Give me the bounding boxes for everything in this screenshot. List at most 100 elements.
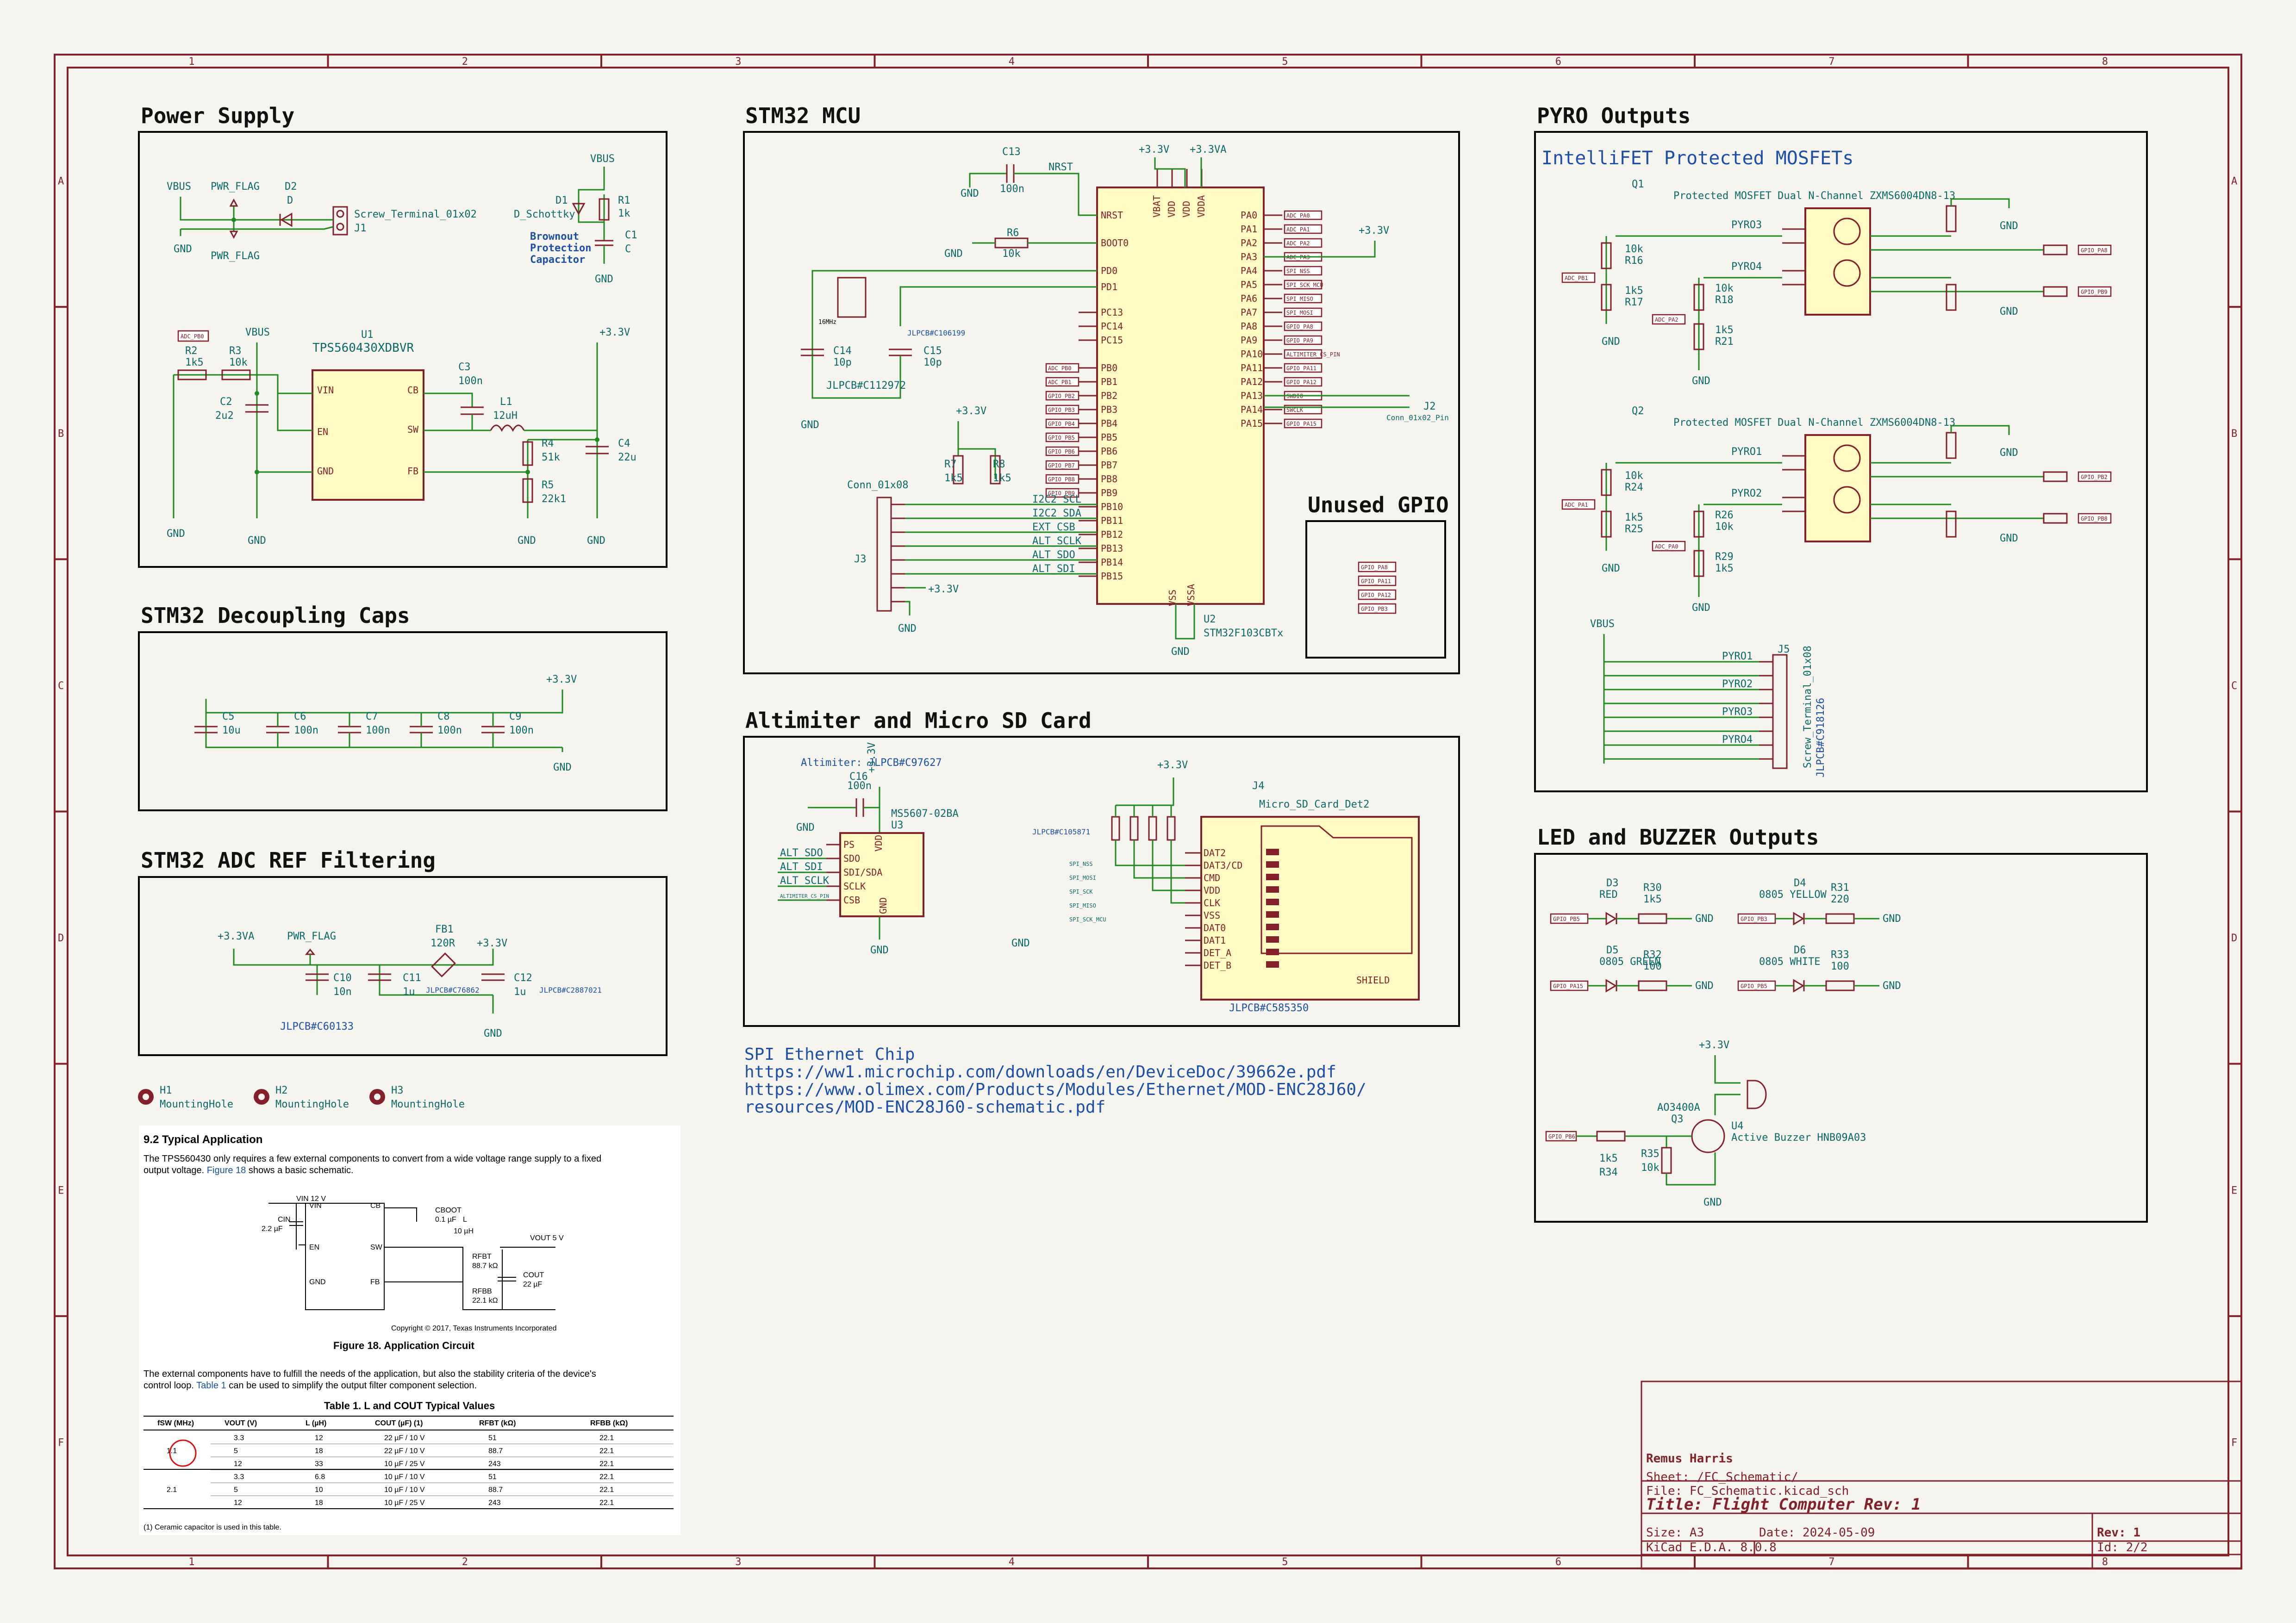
u2-pin-vssa: VSSA	[1185, 584, 1197, 606]
c1-value: C	[625, 243, 631, 255]
u1-body	[312, 369, 424, 501]
ruler-row-right: A	[2231, 176, 2237, 187]
section-title-altimeter: Altimiter and Micro SD Card	[745, 708, 1092, 733]
led-r-ref: R32	[1643, 949, 1662, 961]
pyro-net-label: PYRO1	[1731, 446, 1762, 458]
ds-table: fSW (MHz)VOUT (V)L (µH)COUT (µF) (1)RFBT…	[144, 1416, 674, 1509]
c11-value: 1u	[403, 986, 415, 998]
u1-value: TPS560430XDBVR	[312, 341, 414, 355]
ds-fig-pin-cb: CB	[370, 1202, 381, 1210]
u2-right-net: SPI_MISO	[1286, 296, 1313, 302]
u2-right-net: ADC_PA0	[1286, 212, 1310, 219]
gnd-label-6: GND	[587, 535, 605, 547]
u2-left-net: GPIO_PB3	[1048, 407, 1075, 413]
gnd-label-4: GND	[248, 535, 266, 547]
u2-pin: PC13	[1101, 307, 1123, 318]
ruler-col-bottom: 3	[735, 1556, 741, 1568]
decoupling-box	[138, 631, 668, 811]
pyro-gnd: GND	[1602, 563, 1620, 574]
ds-table-head: RFBB (kΩ)	[590, 1419, 628, 1427]
ruler-row-left: A	[58, 176, 64, 187]
adcref-jlc2: JLPCB#C76862	[426, 986, 480, 995]
mcu-v33-j3b: +3.3V	[928, 584, 959, 595]
r8-value: 1k5	[993, 473, 1011, 484]
hole-ref: H3	[391, 1085, 404, 1096]
u2-pin: PB12	[1101, 529, 1123, 540]
spi-note-link3[interactable]: resources/MOD-ENC28J60-schematic.pdf	[744, 1098, 1105, 1117]
j5-value: Screw_Terminal_01x08	[1802, 646, 1814, 768]
c13-ref: C13	[1002, 146, 1021, 158]
pyro-r: 10k	[1715, 521, 1734, 533]
datasheet-snippet: 9.2 Typical Application The TPS560430 on…	[144, 1133, 674, 1531]
u3-pins: PSSDOALT_SDOSDI/SDAALT_SDISCLKALT_SCLKCS…	[778, 835, 889, 939]
ruler-col-bottom: 8	[2102, 1556, 2108, 1568]
ds-para2a: The external components have to fulfill …	[144, 1369, 596, 1379]
ds-para1b: output voltage. Figure 18 shows a basic …	[144, 1165, 354, 1175]
u2-pin: PA11	[1241, 362, 1263, 373]
ds-table-cell: 22 µF / 10 V	[384, 1447, 425, 1455]
ds-highlight-circle	[169, 1439, 197, 1467]
led-r-value: 220	[1831, 894, 1849, 905]
r2-ref: R2	[185, 345, 198, 357]
u1-pin-sw: SW	[407, 424, 419, 435]
pyro-r: 10k	[1715, 283, 1734, 294]
pyro-adc-label: ADC_PB1	[1565, 275, 1588, 281]
ruler-col-bottom: 1	[188, 1556, 194, 1568]
section-title-power: Power Supply	[141, 103, 294, 128]
u1-pin-vin: VIN	[317, 385, 334, 396]
pyro-gpio-label: GPIO_PB2	[2081, 474, 2108, 480]
decap-ref: C6	[294, 711, 306, 722]
spi-note-link2[interactable]: https://www.olimex.com/Products/Modules/…	[744, 1080, 1366, 1099]
datasheet-snippet-bg	[139, 1126, 680, 1535]
decap-v33-label: +3.3V	[546, 674, 577, 685]
ruler-row-right: D	[2231, 933, 2237, 944]
pyro-vbus: VBUS	[1590, 618, 1615, 630]
ds-table-cell: 3.3	[234, 1434, 244, 1442]
mcu-gnd-3: GND	[801, 419, 819, 431]
j1-value: Screw_Terminal_01x02	[354, 209, 477, 220]
c14-value: 10p	[833, 357, 852, 368]
spi-note-link1[interactable]: https://ww1.microchip.com/downloads/en/D…	[744, 1063, 1336, 1082]
j4-pin: CMD	[1204, 872, 1220, 883]
c12-value: 1u	[514, 986, 526, 998]
ds-copyright: Copyright © 2017, Texas Instruments Inco…	[391, 1325, 556, 1332]
led-ref: D6	[1794, 945, 1806, 956]
ruler-row-left: E	[58, 1185, 64, 1196]
section-title-unused: Unused GPIO	[1308, 492, 1449, 517]
pyro-r: 1k5	[1715, 324, 1734, 336]
gnd-label: GND	[174, 243, 192, 255]
c1-ref: C1	[625, 230, 637, 241]
led-gpio-label: GPIO_PB5	[1553, 916, 1580, 922]
u3-pin: SDO	[843, 853, 860, 864]
tb-tool: KiCad E.D.A. 8.0.8	[1646, 1541, 1777, 1555]
j4-body	[1200, 816, 1420, 1001]
ruler-row-right: E	[2231, 1185, 2237, 1196]
u2-pin: PB14	[1101, 557, 1123, 568]
j2-ref: J2	[1423, 401, 1436, 412]
pyro-r: R26	[1715, 510, 1734, 521]
ds-fig-cboot-val: 0.1 µF	[435, 1216, 456, 1224]
ruler-row-right: F	[2231, 1437, 2237, 1449]
j4-pins: DAT2DAT3/CDCMDVDDCLKVSSDAT0DAT1DET_ADET_…	[1069, 805, 1279, 971]
ds-table-cell: 33	[315, 1460, 323, 1468]
u2-right-net: SWCLK	[1286, 407, 1304, 413]
title-block: Remus Harris Sheet: /FC_Schematic/ File:…	[1641, 1380, 2242, 1570]
ruler-col-bottom: 5	[1282, 1556, 1288, 1568]
ds-table-head: COUT (µF) (1)	[375, 1419, 423, 1427]
altimeter-gnd: GND	[796, 822, 815, 833]
decap-value: 100n	[294, 725, 318, 736]
led-ref: D4	[1794, 877, 1806, 889]
u2-left-net: GPIO_PB6	[1048, 448, 1075, 455]
u2-top-pin: VBAT	[1151, 195, 1162, 218]
ds-para2b: control loop. Table 1 can be used to sim…	[144, 1380, 477, 1391]
u2-pin: PA2	[1241, 237, 1257, 249]
u2-right-net: GPIO_PA11	[1286, 365, 1316, 372]
ds-table-cell: 10	[315, 1486, 323, 1494]
pyro-r: R18	[1715, 294, 1734, 306]
led-r-value: 1k5	[1643, 894, 1662, 905]
r5-ref: R5	[542, 479, 554, 491]
u2-right-net: SPI_MOSI	[1286, 310, 1313, 316]
